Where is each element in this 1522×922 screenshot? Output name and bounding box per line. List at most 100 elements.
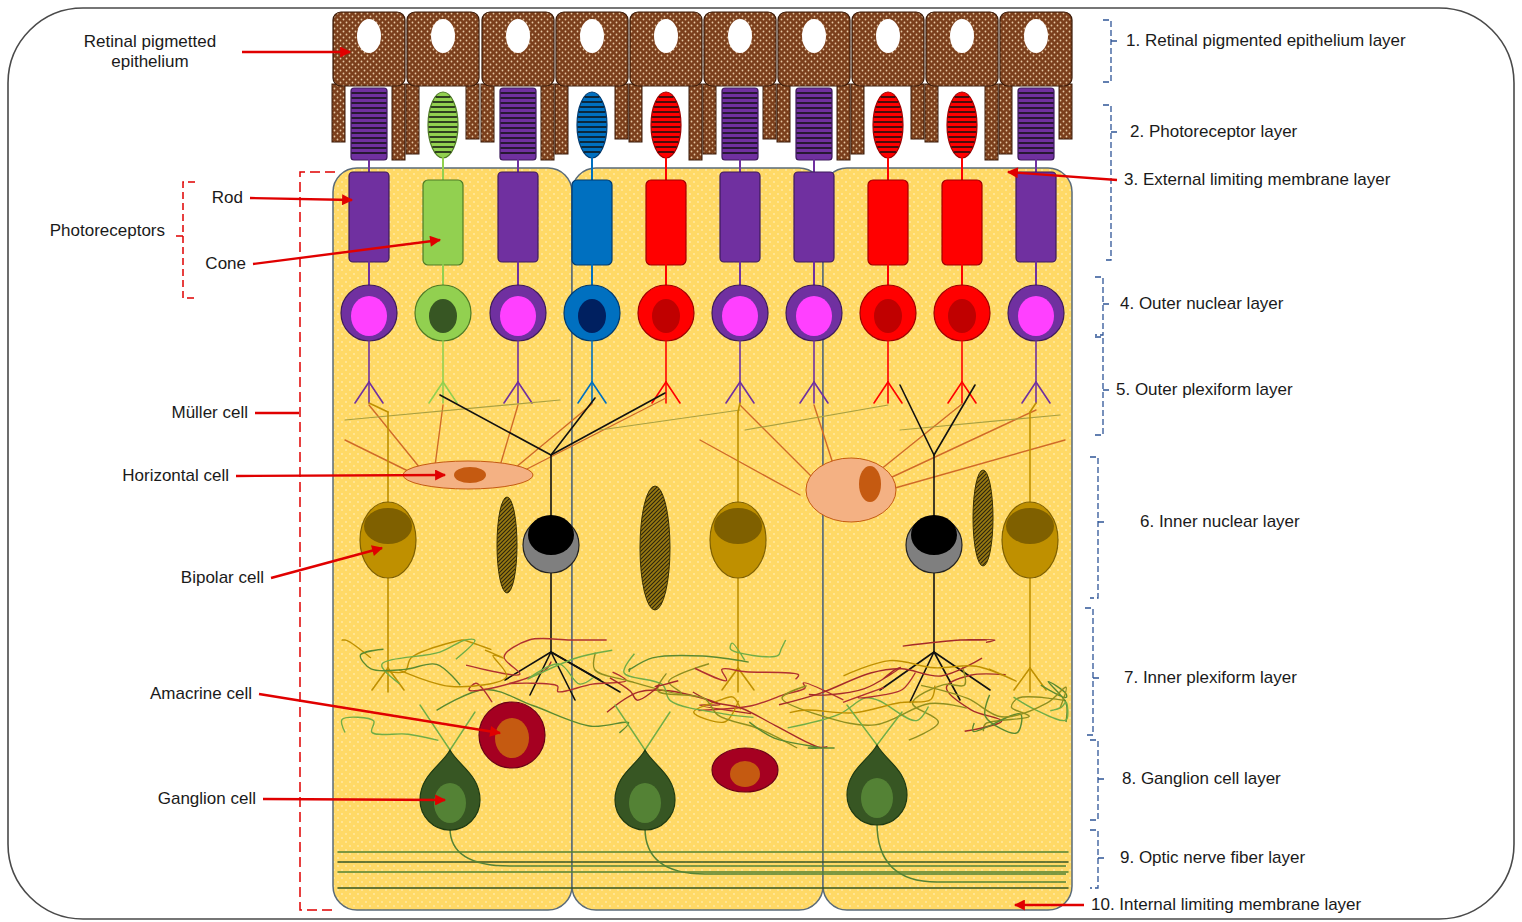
disc-stripe: [658, 151, 673, 152]
rod-outer-segment: [796, 88, 832, 160]
leader-line: [259, 694, 500, 733]
disc-stripe: [352, 92, 386, 93]
disc-stripe: [878, 146, 898, 147]
disc-stripe: [875, 136, 901, 137]
plexiform-fiber: [779, 658, 982, 705]
horizontal-process: [740, 405, 820, 485]
disc-stripe: [584, 151, 599, 152]
photoreceptor-soma: [860, 285, 916, 341]
ganglion-dendrite: [645, 712, 670, 750]
disc-stripe: [1019, 152, 1053, 153]
disc-stripe: [582, 146, 602, 147]
horizontal-process: [435, 405, 443, 466]
rpe-process: [911, 84, 924, 139]
disc-stripe: [723, 127, 757, 128]
disc-stripe: [874, 126, 902, 127]
dendrite: [440, 395, 551, 455]
dendrite: [551, 393, 665, 455]
photoreceptor-nucleus: [351, 296, 387, 336]
disc-stripe: [952, 146, 972, 147]
layer-bracket: [1085, 608, 1100, 735]
rpe-process: [689, 84, 702, 160]
disc-stripe: [723, 107, 757, 108]
optic-nerve-fiber: [338, 851, 1068, 853]
synaptic-terminal: [518, 382, 532, 403]
synaptic-terminal: [504, 382, 518, 403]
layer-bracket: [1095, 277, 1110, 335]
disc-stripe: [881, 96, 895, 97]
layer-bracket: [1090, 457, 1105, 598]
synaptic-terminal: [961, 382, 963, 403]
leader-line: [236, 475, 445, 476]
plexiform-fiber: [843, 673, 915, 703]
plexiform-fiber: [657, 673, 797, 748]
rpe-nucleus: [357, 19, 381, 53]
ganglion-cell: [615, 750, 675, 830]
photoreceptor-soma: [786, 285, 842, 341]
dendrite: [934, 385, 975, 455]
disc-stripe: [652, 131, 679, 132]
photoreceptor-soma: [415, 285, 471, 341]
plexiform-fiber: [600, 410, 740, 430]
photoreceptor-soma: [712, 285, 768, 341]
plexiform-fiber: [342, 640, 371, 658]
disc-stripe: [797, 137, 831, 138]
disc-stripe: [723, 97, 757, 98]
photoreceptor-stalk: [517, 160, 519, 172]
rpe-nucleus: [506, 19, 530, 53]
layer-label: 1. Retinal pigmented epithelium layer: [1126, 31, 1406, 51]
bipolar-cell: [710, 502, 766, 578]
disc-stripe: [876, 106, 899, 107]
disc-stripe: [352, 132, 386, 133]
disc-stripe: [797, 112, 831, 113]
horizontal-nucleus: [859, 466, 881, 502]
disc-stripe: [433, 146, 453, 147]
disc-stripe: [797, 107, 831, 108]
leader-line: [1008, 172, 1117, 180]
layer-bracket: [1090, 740, 1105, 820]
disc-stripe: [874, 116, 901, 117]
dendrite: [551, 398, 595, 455]
plexiform-fiber: [360, 649, 460, 685]
rod-inner-segment: [720, 172, 760, 262]
part-label: Ganglion cell: [158, 789, 256, 809]
disc-stripe: [352, 112, 386, 113]
synaptic-terminal: [948, 382, 962, 403]
bipolar-axon: [387, 578, 389, 668]
disc-stripe: [582, 101, 602, 102]
plexiform-fiber: [466, 638, 607, 675]
synaptic-terminal: [887, 382, 889, 403]
plexiform-fiber: [921, 685, 1066, 717]
part-label: Cone: [205, 254, 246, 274]
leader-line: [242, 51, 350, 53]
disc-stripe: [585, 96, 599, 97]
synaptic-terminal: [1035, 382, 1037, 403]
disc-stripe: [501, 122, 535, 123]
photoreceptor-stalk: [887, 265, 889, 286]
horizontal-cell: [806, 458, 896, 522]
plexiform-fiber: [382, 639, 475, 683]
photoreceptor-nucleus: [874, 299, 902, 333]
synaptic-terminal: [429, 382, 443, 403]
photoreceptor-stalk: [442, 158, 444, 180]
rod-outer-segment: [500, 88, 536, 160]
rod-inner-segment: [498, 172, 538, 262]
cone-outer-segment: [947, 92, 977, 158]
photoreceptor-axon: [591, 341, 593, 382]
plexiform-fiber: [730, 640, 785, 660]
disc-stripe: [501, 92, 535, 93]
axon: [933, 573, 935, 652]
ganglion-cell: [847, 745, 907, 825]
plexiform-fiber: [469, 662, 551, 703]
plexiform-fiber: [509, 672, 626, 692]
disc-stripe: [797, 132, 831, 133]
synaptic-terminal: [739, 382, 741, 403]
photoreceptor-soma: [934, 285, 990, 341]
disc-stripe: [797, 122, 831, 123]
optic-nerve-fiber: [338, 871, 1068, 873]
disc-stripe: [501, 107, 535, 108]
leader-line: [1015, 904, 1084, 906]
photoreceptor-stalk: [739, 262, 741, 286]
disc-stripe: [429, 116, 456, 117]
disc-stripe: [652, 116, 679, 117]
